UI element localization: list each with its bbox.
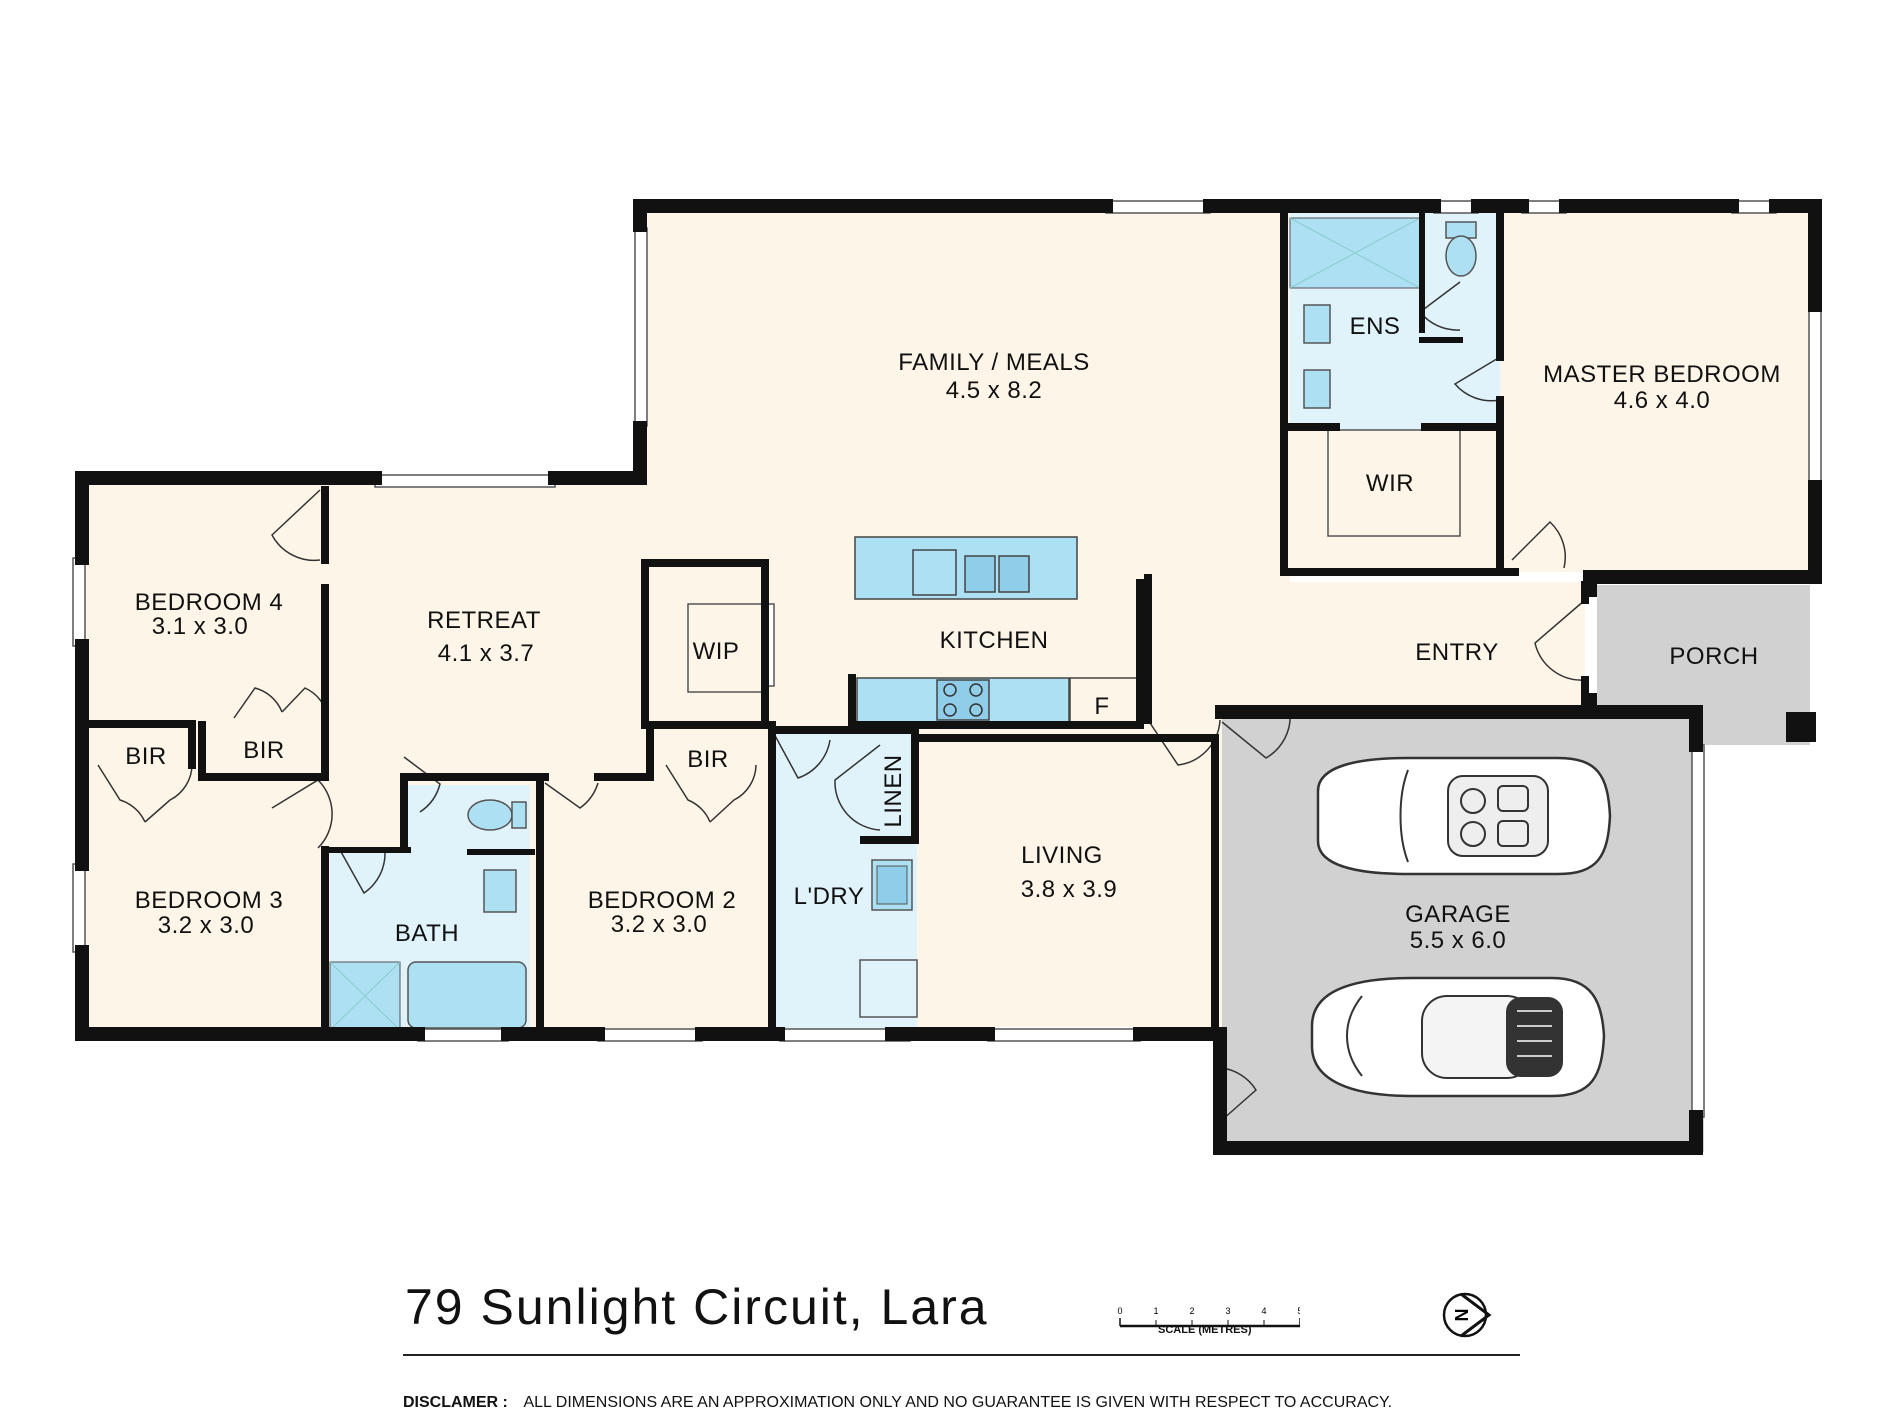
scale-label: SCALE (METRES) <box>1158 1324 1252 1336</box>
porch-name: PORCH <box>1669 643 1758 670</box>
windows <box>72 200 1822 1118</box>
scale-tick-0: 0 <box>1117 1306 1122 1316</box>
bir-bed4-label: BIR <box>243 737 285 764</box>
living-name: LIVING <box>1021 842 1103 869</box>
ensuite-name: ENS <box>1350 313 1401 340</box>
bir-bed3-label: BIR <box>125 743 167 770</box>
footer-divider <box>403 1354 1520 1356</box>
master-bedroom-name: MASTER BEDROOM <box>1543 361 1781 388</box>
door-swings <box>97 281 1586 1121</box>
kitchen-name: KITCHEN <box>940 627 1049 654</box>
north-letter: N <box>1452 1309 1472 1322</box>
scale-tick-3: 3 <box>1225 1306 1230 1316</box>
scale-tick-2: 2 <box>1189 1306 1194 1316</box>
garage-cars <box>1310 756 1612 1098</box>
island-sink-right <box>998 555 1030 593</box>
retreat-name: RETREAT <box>427 607 541 634</box>
room-labels: FAMILY / MEALS 4.5 x 8.2 ENS MASTER BEDR… <box>125 313 1781 954</box>
disclaimer: DISCLAMER : ALL DIMENSIONS ARE AN APPROX… <box>403 1394 1392 1412</box>
garage-name: GARAGE <box>1405 901 1511 928</box>
laundry-name: L'DRY <box>794 883 865 910</box>
scale-tick-4: 4 <box>1261 1306 1266 1316</box>
fridge-label: F <box>1094 693 1109 720</box>
retreat-size: 4.1 x 3.7 <box>438 640 535 667</box>
wip-name: WIP <box>693 638 740 665</box>
scale-bar: 0 1 2 3 4 5 <box>1117 1306 1300 1328</box>
linen-label: LINEN <box>880 754 907 827</box>
bedroom3-name: BEDROOM 3 <box>135 887 284 914</box>
garage-size: 5.5 x 6.0 <box>1410 927 1507 954</box>
disclaimer-text: ALL DIMENSIONS ARE AN APPROXIMATION ONLY… <box>523 1394 1393 1411</box>
bedroom4-name: BEDROOM 4 <box>135 589 284 616</box>
bathtub <box>407 961 527 1029</box>
bath-name: BATH <box>395 920 459 947</box>
family-meals-size: 4.5 x 8.2 <box>946 377 1043 404</box>
disclaimer-label: DISCLAMER : <box>403 1394 508 1411</box>
property-address: 79 Sunlight Circuit, Lara <box>405 1279 989 1335</box>
scale-tick-5: 5 <box>1297 1306 1300 1316</box>
fixtures <box>329 217 1477 1031</box>
fridge-space <box>1069 677 1138 723</box>
floor-plan: FAMILY / MEALS 4.5 x 8.2 ENS MASTER BEDR… <box>72 199 1822 1155</box>
wir-name: WIR <box>1366 470 1414 497</box>
bedroom2-size: 3.2 x 3.0 <box>611 911 708 938</box>
island-dishwasher <box>912 549 957 596</box>
entry-name: ENTRY <box>1415 639 1498 666</box>
master-bedroom-size: 4.6 x 4.0 <box>1614 387 1711 414</box>
walls <box>75 199 1822 1155</box>
living-size: 3.8 x 3.9 <box>1021 876 1118 903</box>
north-arrow-icon: N <box>1442 1292 1492 1338</box>
family-meals-name: FAMILY / MEALS <box>898 349 1090 376</box>
bedroom3-size: 3.2 x 3.0 <box>158 912 255 939</box>
bir-bed2-label: BIR <box>687 746 729 773</box>
island-sink-left <box>964 555 996 593</box>
bedroom4-size: 3.1 x 3.0 <box>152 613 249 640</box>
coupe-car <box>1310 976 1606 1098</box>
scale-tick-1: 1 <box>1153 1306 1158 1316</box>
convertible-car <box>1316 756 1612 876</box>
bedroom2-name: BEDROOM 2 <box>588 887 737 914</box>
